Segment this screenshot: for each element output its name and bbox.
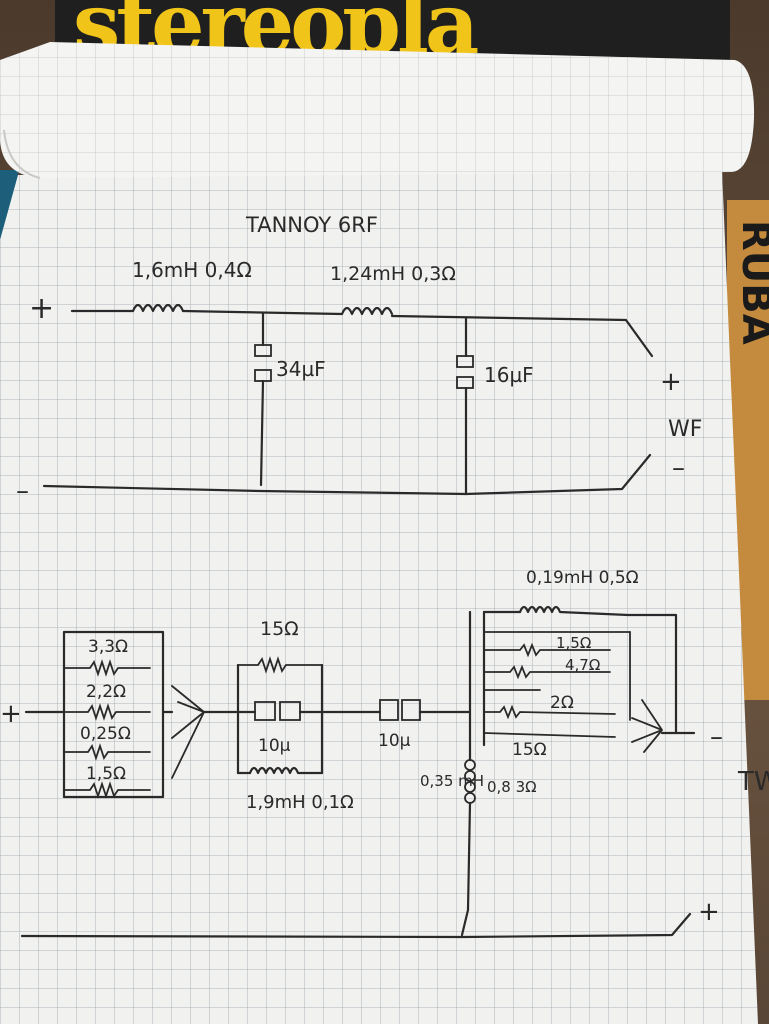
wf-label: WF — [668, 417, 702, 442]
top-input-plus: + — [29, 291, 54, 326]
bottom-circuit: + 3,3Ω 2,2Ω 0,25Ω 1,5Ω 15Ω 10µ 1,9mH 0,1… — [0, 568, 769, 939]
shunt-l-label: 0,35 mH — [420, 772, 484, 790]
wf-minus: – — [672, 453, 685, 483]
right-bank-1: 1,5Ω — [556, 634, 591, 652]
inductor-19-label: 1,9mH 0,1Ω — [246, 792, 354, 813]
inductor-19-coil — [248, 766, 324, 775]
circuit-title: TANNOY 6RF — [245, 213, 378, 237]
capacitor-2 — [456, 355, 474, 368]
shunt-inductor — [464, 759, 476, 771]
selector-switch — [171, 685, 205, 779]
res-bank-3: 0,25Ω — [80, 724, 131, 744]
inductor-1-coil — [131, 303, 185, 313]
right-bank-4: 15Ω — [512, 740, 547, 760]
res-bank-1: 3,3Ω — [88, 637, 128, 657]
top-input-minus: – — [16, 476, 29, 506]
capacitor-1 — [254, 344, 272, 357]
tw-minus: – — [710, 722, 723, 752]
capacitor-2-label: 16µF — [484, 363, 534, 387]
output-selector-switch — [631, 699, 663, 753]
tw-label: TW — [737, 767, 769, 797]
res-15-label: 15Ω — [260, 618, 299, 640]
inductor-019-coil — [518, 605, 678, 735]
cap-10-b-label: 10µ — [378, 731, 411, 751]
cap-10-a-label: 10µ — [258, 736, 291, 756]
res-bank-4: 1,5Ω — [86, 764, 126, 784]
bottom-input-plus: + — [0, 699, 22, 729]
wf-plus: + — [660, 367, 682, 397]
cap-10-b — [379, 699, 399, 721]
box-text: RUBA — [733, 220, 769, 345]
inductor-019-label: 0,19mH 0,5Ω — [526, 568, 639, 588]
tw-bottom-plus: + — [698, 897, 720, 927]
cardboard-box: RUBA — [727, 200, 769, 700]
right-bank-3: 2Ω — [550, 693, 574, 713]
inductor-1-label: 1,6mH 0,4Ω — [132, 258, 252, 282]
inductor-2-coil — [340, 306, 394, 316]
res-bank-2: 2,2Ω — [86, 682, 126, 702]
capacitor-1-label: 34µF — [276, 357, 326, 381]
top-circuit: TANNOY 6RF + – 1,6mH 0,4Ω 1,24mH 0,3Ω 34… — [16, 213, 702, 506]
cap-10-a — [254, 701, 276, 721]
shunt-r-label: 0,8 3Ω — [487, 778, 537, 796]
inductor-2-label: 1,24mH 0,3Ω — [330, 263, 456, 285]
right-bank-2: 4,7Ω — [565, 656, 600, 674]
